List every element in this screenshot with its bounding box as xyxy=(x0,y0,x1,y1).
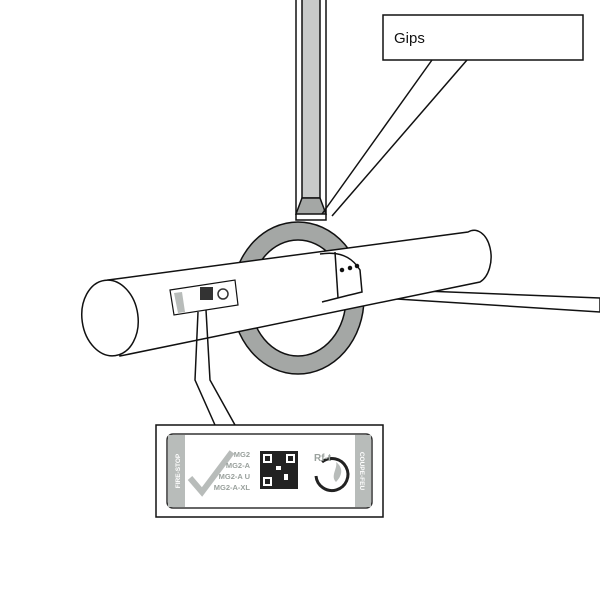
pipe xyxy=(81,229,492,357)
logo-text: Rf-t xyxy=(314,453,332,464)
pipe-label xyxy=(169,279,239,316)
model-4: MG2-A-XL xyxy=(214,483,251,492)
callout-label: Gips xyxy=(394,30,425,47)
callout-box xyxy=(382,14,584,61)
coupe-feu-text: COUPE-FEU xyxy=(358,452,365,491)
model-2: MG2-A xyxy=(226,461,251,470)
model-1: MG2 xyxy=(234,450,250,459)
wall xyxy=(294,0,328,221)
qr-code-icon xyxy=(260,451,298,489)
model-3: MG2-A U xyxy=(219,472,250,481)
rf-t-logo-icon xyxy=(314,457,350,493)
label-detail: Rf-t MG2 MG2-A MG2-A U MG2-A-XL FIRE-STO… xyxy=(155,424,384,518)
fire-stop-text: FIRE-STOP xyxy=(175,453,182,488)
pointer-lines xyxy=(194,59,468,426)
